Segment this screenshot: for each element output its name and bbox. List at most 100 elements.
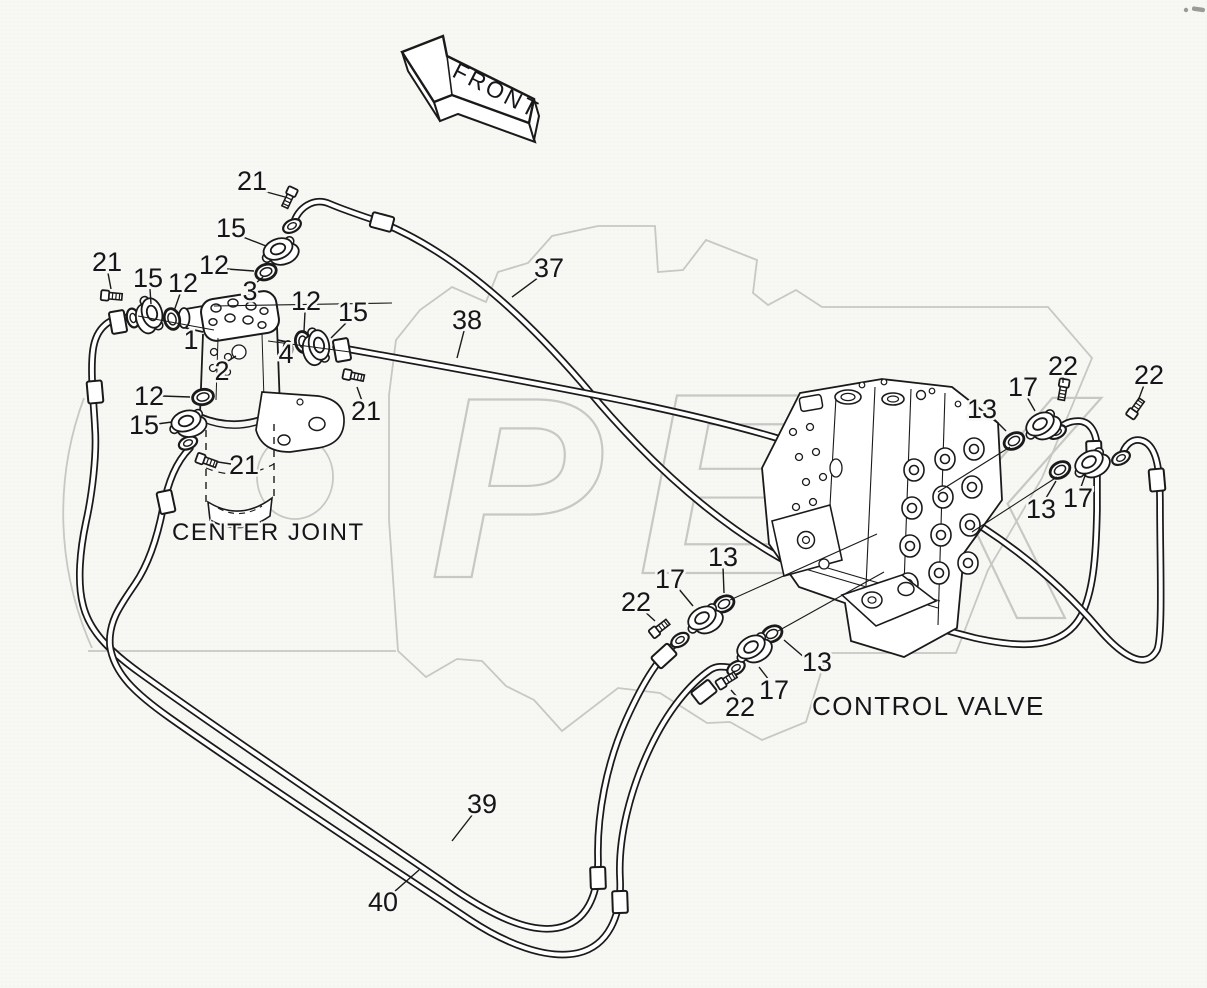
part-number-label: 13 (802, 647, 832, 677)
callout-leader-line (107, 272, 112, 290)
hose-collar (85, 379, 105, 405)
part-number-label: 15 (133, 263, 163, 293)
assembly-axis-line (137, 315, 215, 331)
part-number-label: 40 (368, 887, 398, 917)
part-number-label: 4 (278, 339, 293, 369)
assembly-axis-line (937, 446, 1011, 493)
part-number-label: 38 (452, 305, 482, 335)
assembly-axis-line (213, 302, 393, 307)
part-number-label: 12 (134, 381, 164, 411)
hose-end-face (1108, 447, 1134, 469)
callout-leader-line (227, 355, 237, 362)
part-number-label: 17 (1063, 483, 1093, 513)
front-arrow: FRONT (400, 34, 544, 144)
hose-collar (155, 488, 177, 516)
callout-leader-line (393, 869, 420, 893)
callout-leader-line (451, 813, 474, 842)
bolt-21 (194, 451, 220, 471)
callout-leader-line (149, 288, 152, 305)
bolt-22 (1124, 396, 1147, 421)
watermark-gear-outline (388, 225, 1094, 741)
corner-artifact (1183, 6, 1205, 13)
callout-leader-line (511, 276, 540, 298)
callout-leader-line (173, 293, 181, 312)
bolt-21 (279, 185, 300, 211)
callout-leader-line (1045, 480, 1057, 499)
part-number-label: 15 (338, 297, 368, 327)
part-number-label: 2 (214, 356, 229, 386)
part-number-label: 39 (467, 789, 497, 819)
split-flange-15 (130, 292, 168, 337)
hose-collar (368, 210, 396, 234)
o-ring-12 (160, 305, 184, 333)
part-number-label: 21 (92, 247, 122, 277)
callout-leader-line (1080, 472, 1087, 488)
callout-leader-line (262, 190, 286, 198)
control-valve-label: CONTROL VALVE (812, 691, 1045, 721)
part-number-label: 17 (759, 675, 789, 705)
part-number-label: 22 (725, 692, 755, 722)
hose-40 (106, 444, 740, 959)
callout-leader-line (156, 421, 173, 425)
assembly-axis-lines (137, 302, 1058, 632)
callout-leader-line (1026, 396, 1036, 412)
part-number-label: 3 (242, 276, 257, 306)
callout-leader-line (161, 395, 191, 398)
part-number-label: 22 (1134, 360, 1164, 390)
part-number-label: 22 (1048, 351, 1078, 381)
part-number-label: 17 (1008, 372, 1038, 402)
assembly-axis-line (971, 476, 1058, 533)
callout-leader-line (303, 311, 306, 332)
assembly-axis-line (729, 533, 878, 601)
callout-leader-line (991, 416, 1007, 432)
split-flange-15 (164, 404, 211, 444)
part-number-label: 17 (655, 564, 685, 594)
callout-leader-line (758, 666, 770, 681)
callout-leader-line (226, 268, 255, 272)
callout-leader-line (677, 587, 694, 607)
hose-end-face (279, 215, 305, 237)
part-number-label: 13 (1026, 494, 1056, 524)
part-number-label: 37 (534, 253, 564, 283)
callout-leader-line (255, 276, 264, 284)
watermark-letter-o-arc (62, 397, 93, 649)
bolt-21 (341, 367, 366, 384)
part-number-label: 21 (229, 450, 259, 480)
hose-collar (589, 865, 607, 891)
callout-leader-line (242, 236, 267, 247)
part-number-label: 21 (237, 166, 267, 196)
part-number-label: 12 (291, 286, 321, 316)
part-number-label: 1 (183, 325, 198, 355)
callout-leader-line (642, 609, 656, 622)
part-number-label: 12 (199, 250, 229, 280)
bolt-22 (714, 669, 740, 691)
part-number-label: 13 (967, 394, 997, 424)
callout-leader-line (783, 639, 806, 659)
callout-leader-line (1137, 384, 1145, 402)
hose-collar (611, 889, 629, 915)
part-number-label: 15 (216, 213, 246, 243)
part-number-label: 15 (129, 410, 159, 440)
hose-collar (1147, 467, 1167, 493)
center-joint-label: CENTER JOINT (172, 519, 365, 546)
hose-39 (75, 313, 684, 933)
callout-leader-line (217, 461, 232, 465)
part-number-label: 12 (168, 268, 198, 298)
assembly-axis-line (267, 340, 351, 353)
o-ring-12 (189, 386, 217, 408)
callout-leader-line (356, 386, 363, 402)
hose-collar (107, 308, 129, 336)
watermark-letter-p: P (430, 343, 606, 632)
part-number-label: 13 (708, 542, 738, 572)
assembly-axis-line (777, 571, 885, 632)
part-number-label: 22 (621, 587, 651, 617)
bolt-21 (99, 289, 124, 303)
callout-leader-line (456, 330, 465, 359)
callout-leader-line (722, 566, 725, 594)
center-joint (177, 290, 345, 529)
callout-leader-line (730, 689, 738, 698)
callout-leader-line (330, 321, 348, 339)
